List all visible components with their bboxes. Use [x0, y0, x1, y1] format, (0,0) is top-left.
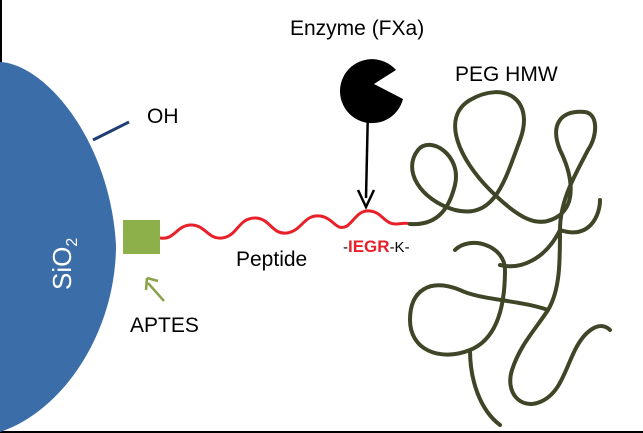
aptes-linker	[123, 220, 160, 254]
sio2-substrate	[0, 62, 116, 432]
peptide-label: Peptide	[236, 248, 307, 271]
enzyme-fxa-icon	[339, 59, 403, 124]
cleavage-arrow-shaft	[364, 107, 370, 199]
enzyme-label: Enzyme (FXa)	[290, 17, 424, 40]
aptes-arrow-head	[144, 276, 159, 291]
peg-label: PEG HMW	[455, 63, 558, 86]
aptes-arrow-shaft	[147, 282, 165, 302]
oh-group-line	[92, 120, 130, 142]
sio2-label: SiO2	[47, 238, 81, 290]
aptes-label: APTES	[130, 314, 199, 337]
peg-hmw-coil	[408, 90, 612, 427]
peptide-sequence: -IEGR-K-	[343, 237, 410, 256]
peptide-chain	[159, 209, 411, 240]
oh-label: OH	[147, 105, 179, 128]
cleavage-arrow-head	[356, 189, 376, 210]
